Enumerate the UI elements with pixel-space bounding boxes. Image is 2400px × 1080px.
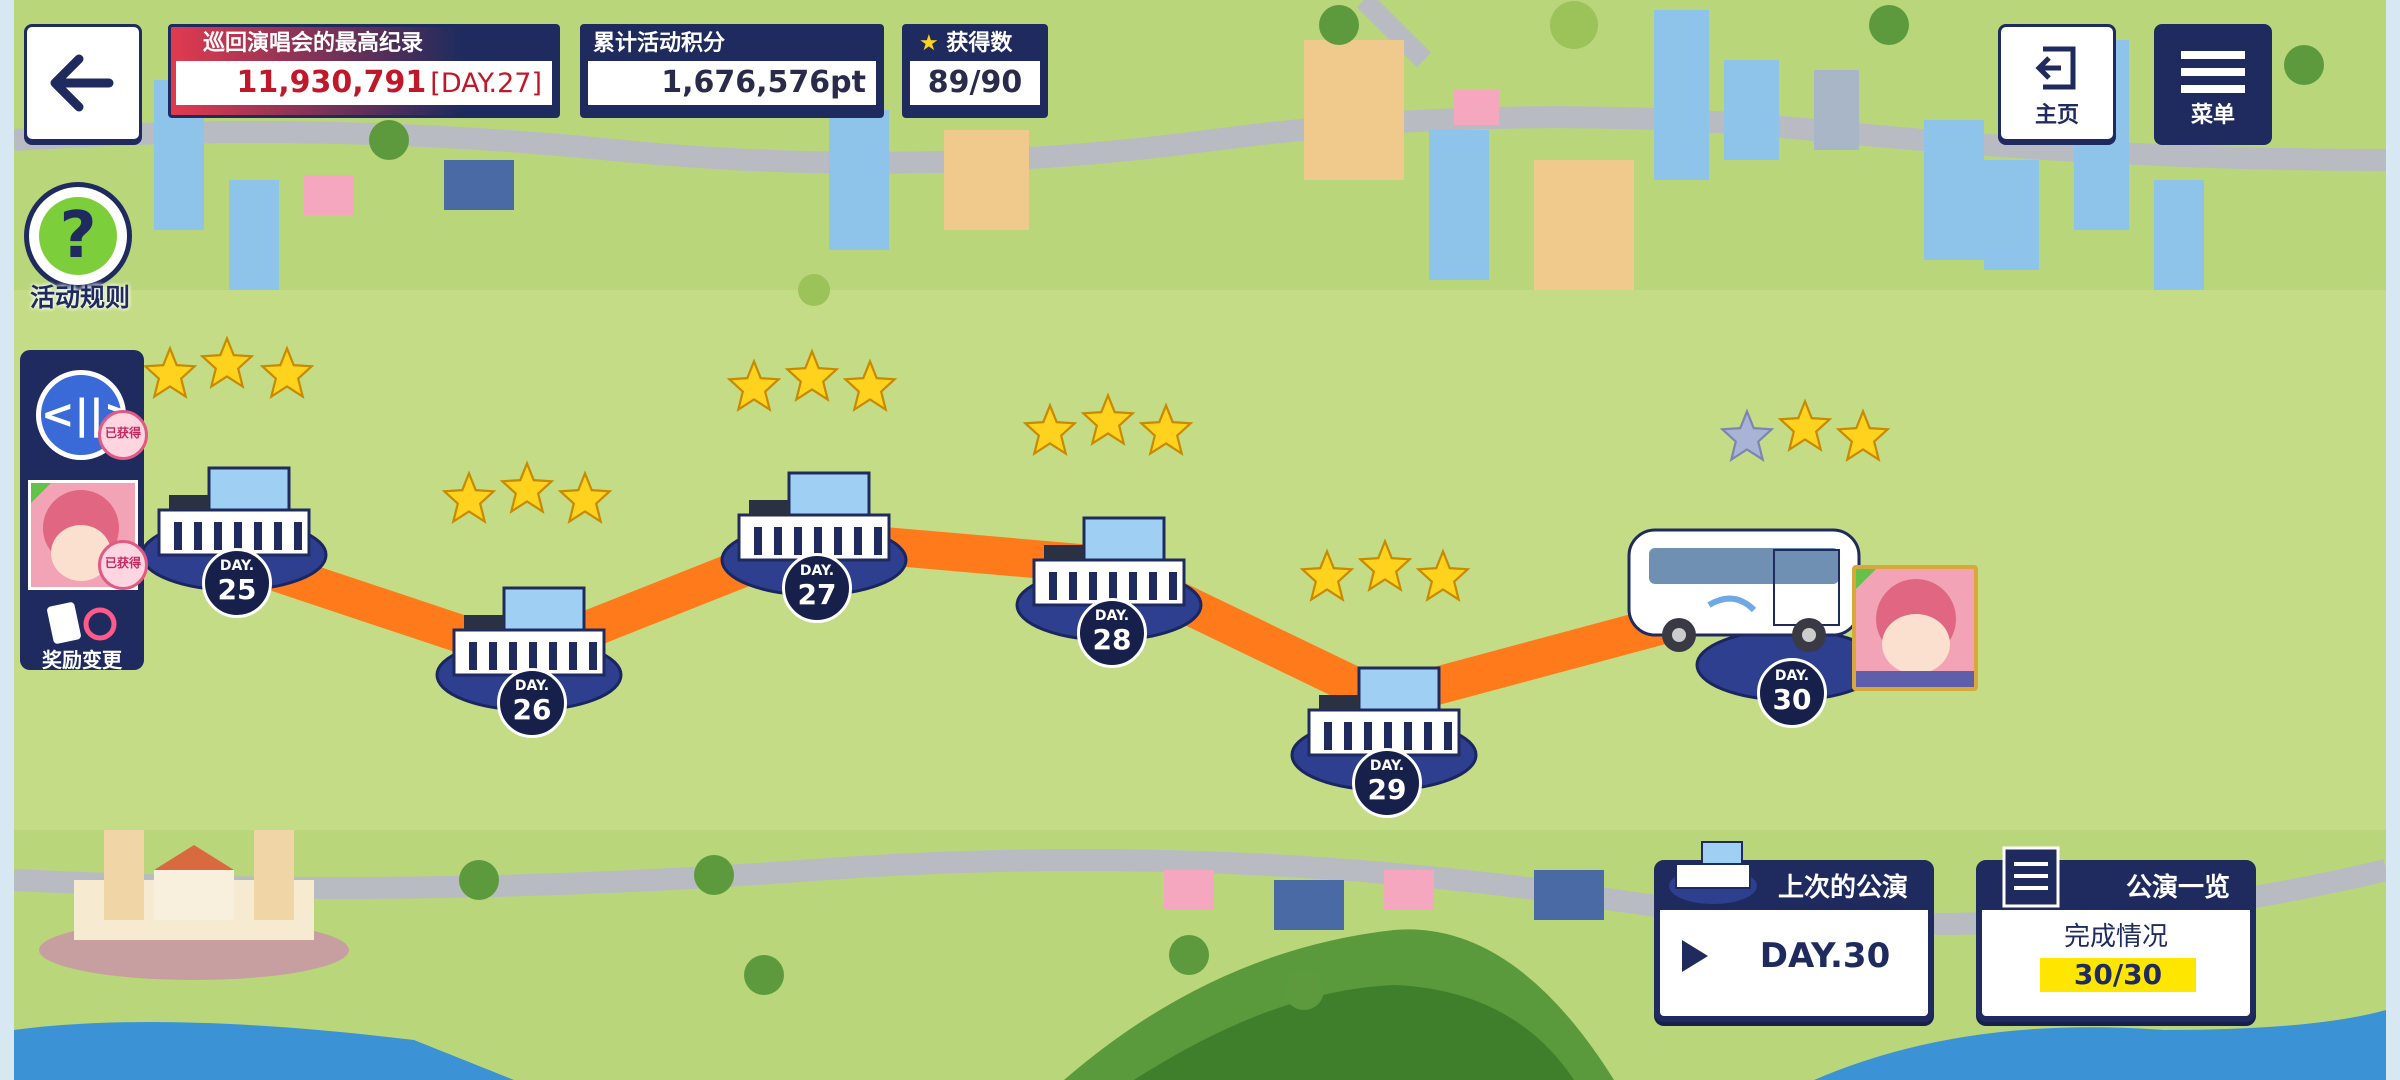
character-card (1852, 565, 1978, 691)
star-empty-icon (1719, 408, 1775, 462)
star-small-icon: ★ (919, 31, 939, 56)
day-number: 30 (1772, 683, 1812, 716)
day-number: 26 (512, 693, 552, 726)
day-badge: DAY. 27 (782, 553, 852, 623)
star-icon (1357, 538, 1413, 592)
best-record-value: 11,930,791[DAY.27] (176, 61, 552, 105)
exit-icon (2035, 46, 2076, 90)
performance-list-button[interactable]: 公演一览 完成情况 30/30 (1976, 846, 2256, 1022)
venue-icon (140, 466, 328, 592)
menu-button[interactable]: 菜单 (2154, 24, 2272, 142)
venue-icon (720, 471, 908, 597)
stage-day-26[interactable]: DAY. 26 (434, 580, 624, 740)
day-badge: DAY. 28 (1077, 598, 1147, 668)
menu-label: 菜单 (2190, 103, 2235, 128)
play-icon (1682, 940, 1708, 972)
day-prefix: DAY. (799, 563, 835, 579)
star-icon (726, 358, 782, 412)
stage-day-28[interactable]: DAY. 28 (1014, 510, 1204, 670)
card-swap-icon (47, 602, 117, 644)
arrow-left-icon (50, 54, 114, 112)
tour-map: DAY. 25 DAY. 26 DAY. 27 (14, 0, 2386, 1080)
day-badge: DAY. 29 (1352, 748, 1422, 818)
reward-change-button[interactable]: 奖励变更 (20, 600, 144, 672)
character-portrait (1856, 569, 1974, 687)
day-prefix: DAY. (514, 678, 550, 694)
best-record-panel: 巡回演唱会的最高纪录 11,930,791[DAY.27] (168, 24, 560, 118)
stars-caption: ★ 获得数 (905, 27, 1045, 61)
day-badge: DAY. 26 (497, 668, 567, 738)
stage-day-30[interactable]: DAY. 30 (1694, 570, 1884, 730)
last-performance-button[interactable]: 上次的公演 DAY.30 (1654, 841, 1934, 1022)
star-icon (199, 335, 255, 389)
star-icon (1022, 402, 1078, 456)
venue-icon (435, 586, 623, 712)
star-icon (784, 348, 840, 402)
mansion (39, 830, 349, 980)
home-label: 主页 (2034, 103, 2079, 128)
star-icon (1080, 392, 1136, 446)
day-number: 27 (797, 578, 837, 611)
points-panel: 累计活动积分 1,676,576pt (580, 24, 884, 118)
stage-day-29[interactable]: DAY. 29 (1289, 660, 1479, 820)
star-icon (557, 470, 613, 524)
reward-change-label: 奖励变更 (42, 648, 122, 672)
day-prefix: DAY. (219, 558, 255, 574)
back-button[interactable] (24, 24, 142, 142)
stars-panel: ★ 获得数 89/90 (902, 24, 1048, 118)
star-icon (1138, 402, 1194, 456)
stage-day-27[interactable]: DAY. 27 (719, 465, 909, 625)
best-record-score: 11,930,791 (236, 65, 427, 100)
points-label: 累计活动积分 (593, 31, 726, 56)
day-number: 28 (1092, 623, 1132, 656)
stage-day-25[interactable]: DAY. 25 (139, 460, 329, 620)
obtained-badge: 已获得 (98, 410, 148, 460)
home-button[interactable]: 主页 (1998, 24, 2116, 142)
completion-label: 完成情况 (2063, 922, 2168, 952)
star-icon (1299, 548, 1355, 602)
best-record-day: [DAY.27] (430, 68, 542, 99)
list-document-icon (2002, 846, 2060, 908)
character-portrait (31, 483, 119, 581)
reward-side-panel: <||> 已获得 已获得 奖励变更 (20, 350, 148, 672)
obtained-badge-text: 已获得 (104, 426, 141, 440)
day-prefix: DAY. (1094, 608, 1130, 624)
rules-label: 活动规则 (29, 283, 130, 312)
hamburger-icon (2181, 51, 2245, 93)
venue-icon (1669, 841, 1757, 904)
last-performance-value: DAY.30 (1759, 936, 1891, 976)
star-icon (441, 470, 497, 524)
star-icon (259, 345, 315, 399)
best-record-label: 巡回演唱会的最高纪录 (203, 31, 424, 56)
star-icon (1415, 548, 1471, 602)
rules-button[interactable]: ? 活动规则 (20, 178, 140, 313)
points-value: 1,676,576pt (588, 61, 876, 105)
day-prefix: DAY. (1369, 758, 1405, 774)
obtained-badge-text: 已获得 (104, 556, 141, 570)
day-number: 25 (217, 573, 257, 606)
day-prefix: DAY. (1774, 668, 1810, 684)
star-icon (842, 358, 898, 412)
obtained-badge: 已获得 (98, 540, 148, 590)
star-icon (1835, 408, 1891, 462)
star-icon (142, 345, 198, 399)
star-icon (1777, 398, 1833, 452)
question-icon: ? (24, 182, 132, 290)
day-badge: DAY. 25 (202, 548, 272, 618)
stars-value: 89/90 (910, 61, 1040, 105)
tour-bus (1627, 528, 1861, 652)
completion-value: 30/30 (2040, 958, 2196, 992)
day-number: 29 (1367, 773, 1407, 806)
star-icon (499, 460, 555, 514)
day-badge: DAY. 30 (1757, 658, 1827, 728)
stars-label: 获得数 (946, 31, 1013, 56)
